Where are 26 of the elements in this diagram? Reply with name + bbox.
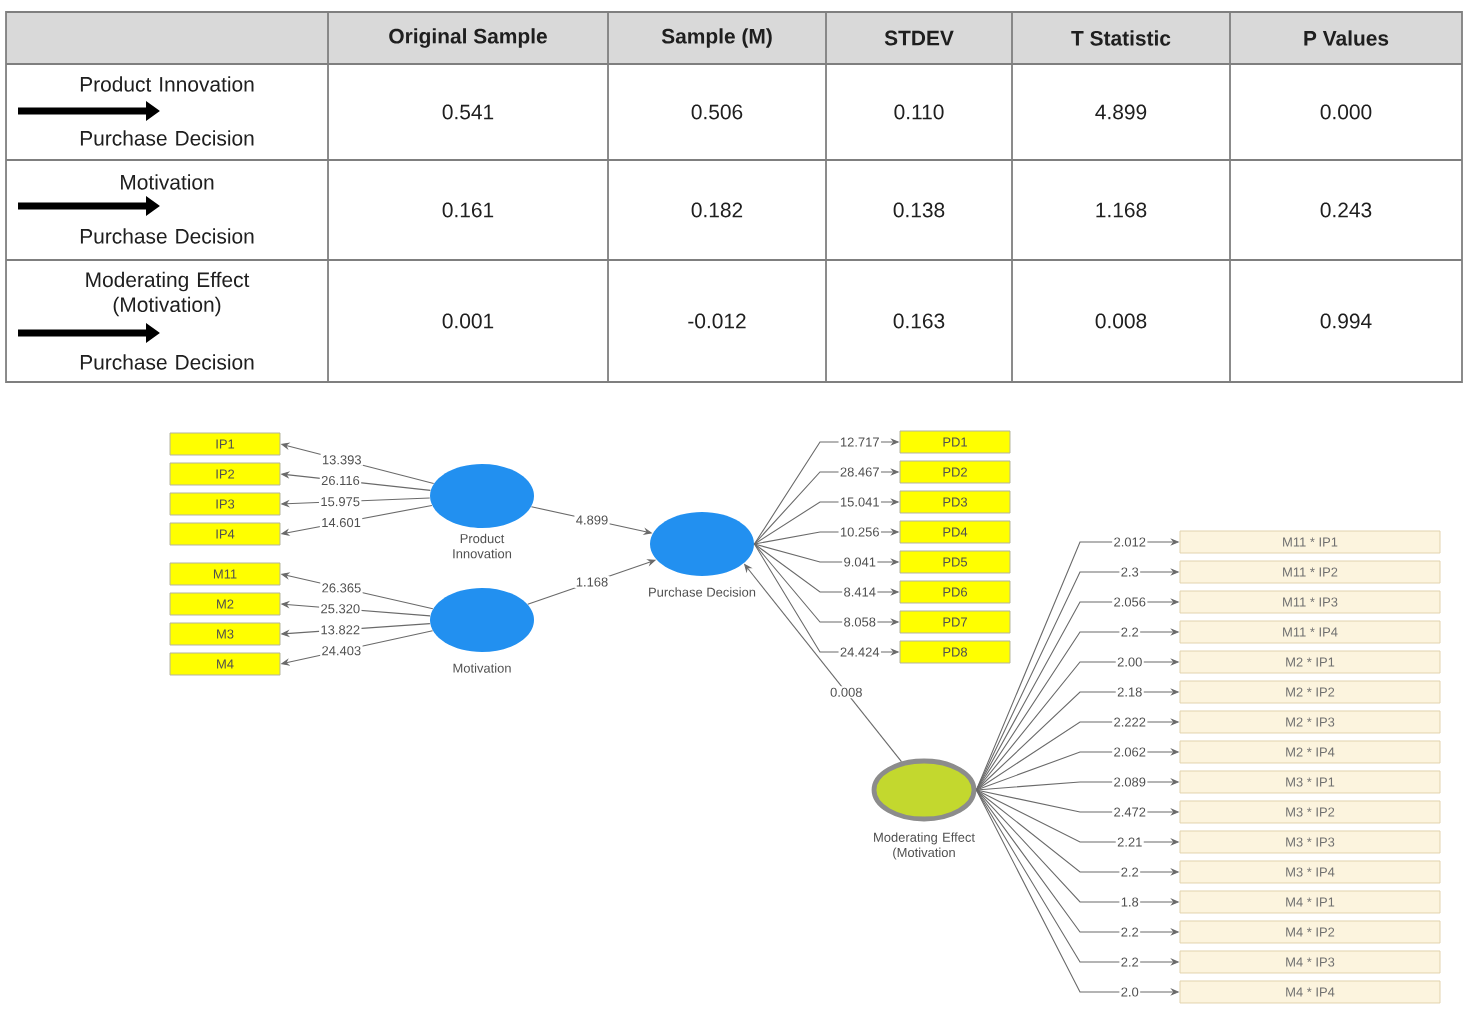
header-cell: Original Sample xyxy=(328,12,608,64)
table-value: 0.000 xyxy=(1320,104,1372,120)
construct-name: Motivation xyxy=(121,174,214,190)
table-value: 4.899 xyxy=(1095,104,1147,120)
table-value: 0.243 xyxy=(1320,202,1372,218)
table-value: 0.163 xyxy=(893,313,945,329)
table-value: 0.001 xyxy=(442,313,494,329)
table-value: 1.168 xyxy=(1096,202,1147,218)
table-value: 0.506 xyxy=(691,104,743,120)
header-cell: STDEV xyxy=(826,12,1012,64)
table-value: 0.994 xyxy=(1320,313,1372,329)
table-value: 0.110 xyxy=(894,104,944,120)
table-value: 0.182 xyxy=(691,202,743,218)
table-value: 0.541 xyxy=(442,104,494,120)
header-cell: P Values xyxy=(1230,12,1462,64)
construct-name: Moderating Effect (Motivation) xyxy=(86,271,250,317)
table-value: 0.008 xyxy=(1095,313,1147,329)
construct-name: Purchase Decision xyxy=(80,228,254,244)
header-cell: T Statistic xyxy=(1012,12,1230,64)
construct-name: Purchase Decision xyxy=(80,130,254,146)
construct-name: Purchase Decision xyxy=(80,354,254,370)
table-value: 0.161 xyxy=(442,202,494,218)
construct-name: Product Innovation xyxy=(80,76,254,92)
header-cell: Sample (M) xyxy=(608,12,826,64)
table-value: -0.012 xyxy=(688,313,746,329)
table-value: 0.138 xyxy=(893,202,945,218)
